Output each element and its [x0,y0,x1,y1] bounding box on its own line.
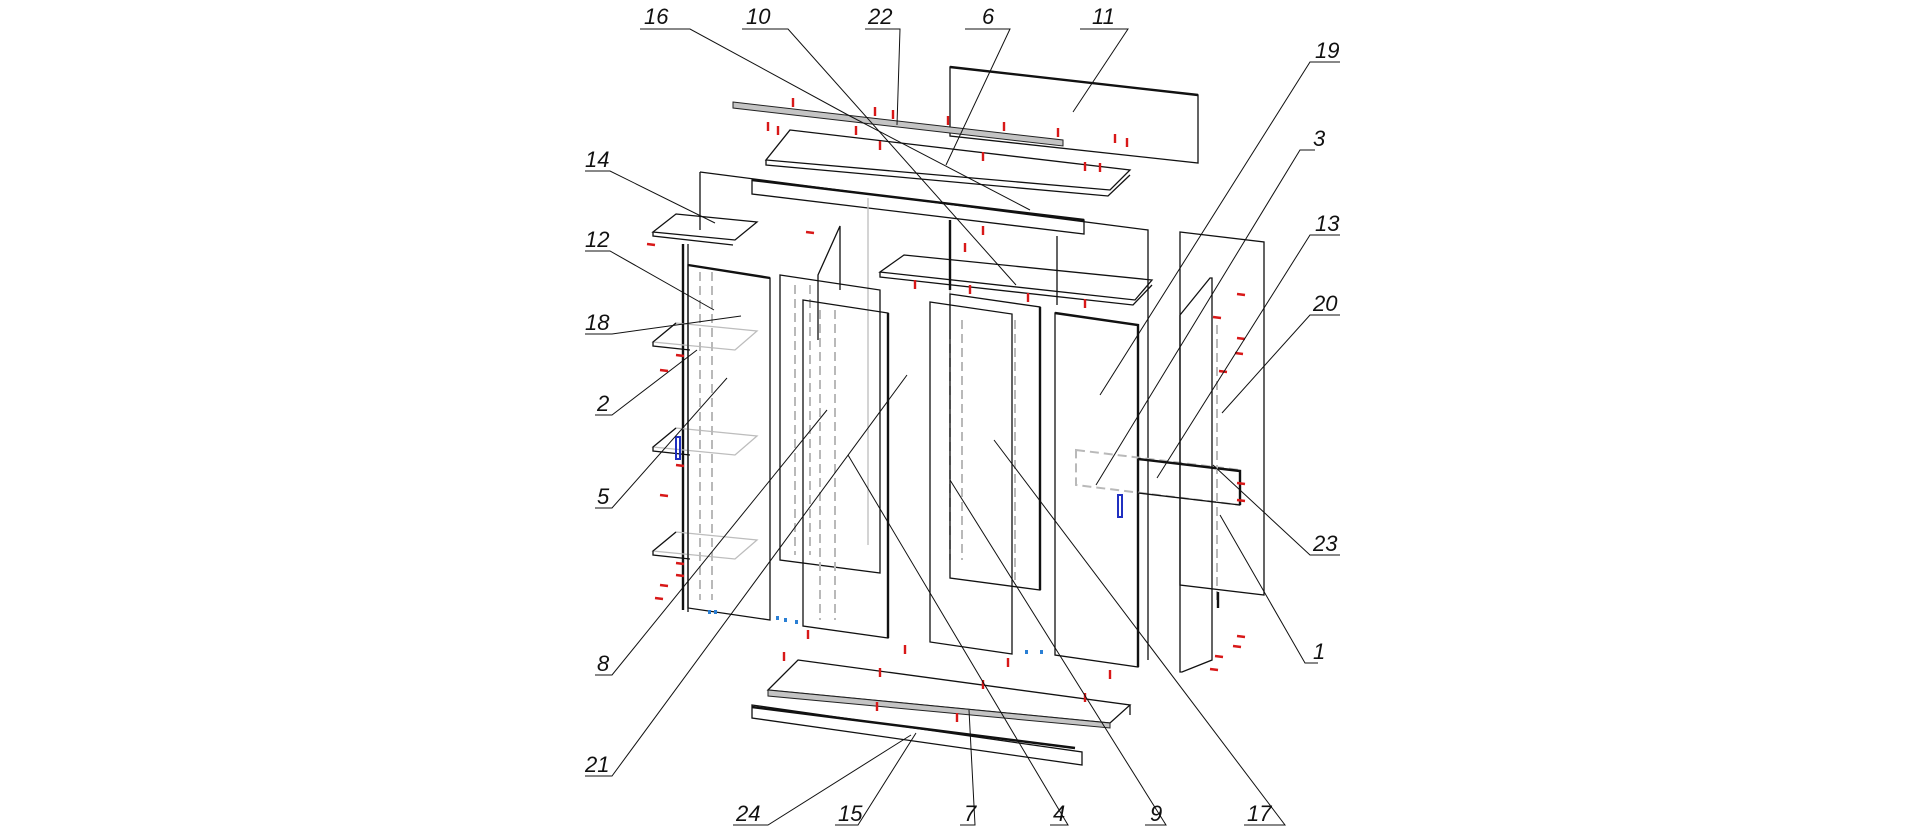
part-top-left-shelf [651,213,759,246]
fastener-mark [1209,667,1219,672]
fastener-mark [1236,292,1246,297]
callout-3: 3 [1313,126,1326,151]
callout-7: 7 [964,801,977,826]
fastener-mark [654,596,664,601]
fastener-mark [659,493,669,498]
part-middle-shelf [878,254,1154,306]
leader-lines [585,28,1340,826]
fastener-mark [1236,336,1246,341]
fastener-mark [805,230,815,235]
part-door-second [779,225,881,574]
callout-24: 24 [735,801,760,826]
callout-9: 9 [1150,801,1162,826]
callout-14: 14 [585,147,609,172]
fastener-mark [675,353,685,358]
callout-17: 17 [1247,801,1272,826]
fasteners [646,98,1246,722]
fastener-mark [659,583,669,588]
fastener-mark [1234,351,1244,356]
callout-12: 12 [585,227,609,252]
callout-23: 23 [1312,531,1338,556]
part-top-shelf [764,129,1132,197]
fastener-mark [675,561,685,566]
part-left-door [687,263,771,621]
callout-20: 20 [1312,291,1338,316]
part-middle-door-left [929,301,1013,655]
part-top-rail [732,101,1064,147]
fastener-mark [1212,315,1222,320]
fastener-mark [646,242,656,247]
fastener-mark [659,368,669,373]
fastener-mark [1218,369,1228,374]
callout-21: 21 [584,752,609,777]
callout-11: 11 [1092,4,1115,29]
callout-5: 5 [597,484,610,509]
handle-icon [675,436,681,460]
fastener-mark [1236,634,1246,639]
callout-labels: 16 10 22 6 11 19 3 13 20 23 1 14 12 18 2… [584,4,1340,826]
part-plinth [751,704,1083,766]
fastener-mark [1214,654,1224,659]
callout-8: 8 [597,651,610,676]
part-bottom-shelf [766,659,1132,729]
part-top-beam [751,178,1085,235]
part-drawer [1075,448,1242,507]
callout-15: 15 [838,801,863,826]
part-left-side-panel [681,244,689,612]
fastener-mark [675,463,685,468]
handle-icon [1117,494,1123,518]
callout-18: 18 [585,310,610,335]
part-top-back-panel [949,65,1199,164]
callout-6: 6 [982,4,995,29]
part-middle-door-right [949,293,1043,654]
callout-22: 22 [867,4,892,29]
part-right-side-panel [1179,231,1265,673]
part-left-shelf-lower [651,531,759,560]
part-back-panel [699,171,1149,660]
fastener-mark [1236,481,1246,486]
callout-4: 4 [1053,801,1065,826]
callout-16: 16 [644,4,669,29]
part-left-shelf-middle [651,427,759,460]
callout-10: 10 [746,4,771,29]
part-left-shelf-upper [651,322,759,351]
parts [651,65,1265,766]
part-door-third [776,299,890,639]
callout-1: 1 [1313,639,1325,664]
fastener-mark [675,573,685,578]
fastener-mark [1236,498,1246,503]
callout-2: 2 [596,391,609,416]
part-right-door [1054,311,1140,668]
callout-19: 19 [1315,38,1339,63]
callout-13: 13 [1315,211,1340,236]
fastener-mark [1232,644,1242,649]
